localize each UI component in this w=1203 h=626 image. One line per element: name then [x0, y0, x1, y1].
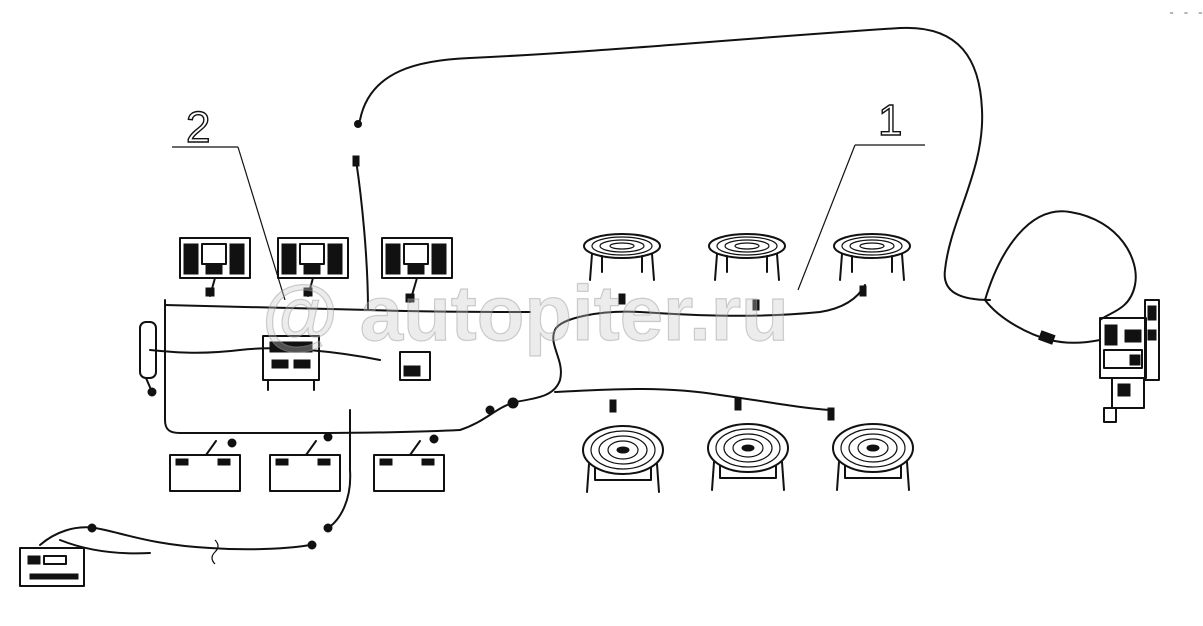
watermark: @ autopiter.ru [262, 269, 789, 357]
bottom-box-1 [169, 438, 241, 492]
controller-unit [1099, 299, 1160, 423]
control-panel [19, 547, 85, 587]
fan-upper-1 [583, 233, 661, 281]
harness-branch-down [327, 409, 352, 529]
panel-cable-squiggle [211, 539, 219, 565]
fan-plug-3 [859, 285, 867, 297]
corner-mark: - - - [1168, 6, 1203, 20]
module-unit-1 [179, 237, 251, 297]
main-harness-middle [149, 347, 381, 361]
main-harness-upper [164, 304, 531, 313]
panel-cable-joint [87, 523, 97, 533]
callout-2: 2 [172, 102, 286, 301]
fan-plug-1 [618, 293, 626, 305]
bottom-box-2 [269, 432, 341, 492]
fan-harness-lower [459, 329, 562, 431]
left-grommet [139, 321, 157, 397]
connector-block-right [399, 351, 431, 381]
cable-loop-right [984, 210, 1137, 321]
riser-connector [352, 155, 360, 167]
cable-end-top [354, 120, 362, 128]
fan-plug-5 [734, 397, 742, 411]
fan-harness-upper [554, 284, 866, 331]
fan-plug-4 [609, 399, 617, 413]
panel-cable-plug [307, 540, 317, 550]
panel-cable [39, 526, 311, 551]
panel-cable-2 [59, 539, 151, 555]
harness-vertical-riser [355, 159, 369, 311]
fan-plug-6 [827, 407, 835, 421]
module-unit-3 [381, 237, 453, 303]
svg-text:2: 2 [186, 103, 210, 152]
callout-1: 1 [797, 95, 925, 291]
connector-blob-1 [507, 397, 519, 409]
connector-blob-2 [485, 405, 495, 415]
inline-connector-right [1038, 330, 1056, 345]
fan-lower-2 [707, 423, 789, 491]
main-harness-trunk [164, 299, 461, 434]
bottom-box-3 [373, 434, 445, 492]
module-unit-2 [277, 237, 349, 297]
center-relay-block [262, 335, 320, 391]
harness-plug-bottom [323, 523, 333, 533]
fan-lower-1 [582, 425, 664, 493]
fan-upper-2 [708, 233, 786, 281]
fan-plug-2 [752, 299, 760, 311]
svg-text:1: 1 [878, 96, 902, 145]
overhead-cable [359, 26, 991, 301]
fan-harness-lower-run [554, 387, 831, 411]
fan-upper-3 [833, 233, 911, 281]
fan-lower-3 [832, 423, 914, 491]
